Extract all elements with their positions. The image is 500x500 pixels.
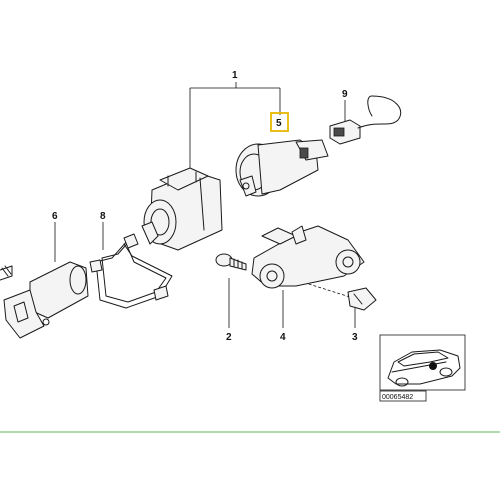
callouts: 1 2 3 4 5 6 8 9 — [52, 70, 358, 343]
callout-5: 5 — [276, 118, 282, 129]
part-8-hose — [89, 233, 173, 309]
part-6-lock-cylinder — [0, 261, 89, 339]
callout-6: 6 — [52, 211, 58, 222]
callout-3: 3 — [352, 332, 358, 343]
part-1-actuator-housing — [141, 167, 223, 251]
part-3-clip — [347, 287, 377, 311]
callout-2: 2 — [226, 332, 232, 343]
part-4-bracket — [251, 225, 365, 289]
part-5-motor — [235, 139, 329, 197]
callout-4: 4 — [280, 332, 286, 343]
reference-number: 00065482 — [382, 394, 413, 401]
callout-9: 9 — [342, 89, 348, 100]
part-2-screw — [215, 253, 247, 271]
callout-8: 8 — [100, 211, 106, 222]
callout-1: 1 — [232, 70, 238, 81]
car-location-inset: 00065482 — [379, 334, 466, 402]
location-marker — [429, 362, 437, 370]
callout-5-highlight-box — [270, 112, 289, 132]
car-outline — [387, 349, 461, 385]
part-9-connector-wire — [329, 95, 402, 145]
